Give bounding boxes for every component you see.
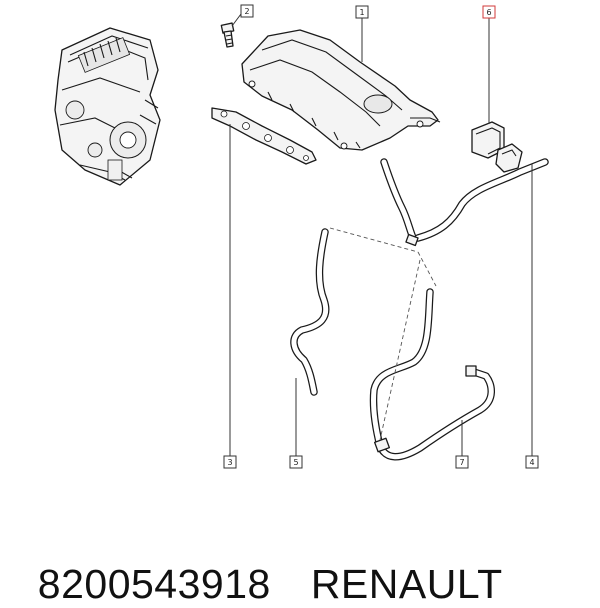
- part-number: 8200543918: [37, 561, 271, 607]
- part-caption: 8200543918 RENAULT: [14, 514, 503, 607]
- hose-left: [290, 228, 330, 396]
- callout-4: 4: [525, 455, 539, 469]
- callout-3: 3: [223, 455, 237, 469]
- svg-text:3: 3: [227, 458, 232, 467]
- hose-upper: [380, 158, 549, 247]
- part-bolt: [220, 22, 235, 48]
- svg-text:1: 1: [359, 8, 364, 17]
- callout-7: 7: [455, 455, 469, 469]
- svg-text:6: 6: [486, 8, 491, 17]
- callout-6: 6: [482, 5, 496, 19]
- parts-diagram: 1 2 3 4 5 6 7: [54, 4, 549, 469]
- hose-lower: [369, 288, 495, 461]
- svg-text:4: 4: [529, 458, 534, 467]
- engine-thumbnail: [54, 27, 161, 186]
- callout-2: 2: [240, 4, 254, 18]
- leader-2: [231, 13, 242, 27]
- part-engine-cover: [241, 29, 441, 151]
- part-valve: [471, 121, 523, 173]
- dashed-line-b: [417, 251, 437, 287]
- dashed-line-c: [379, 259, 421, 441]
- svg-text:7: 7: [459, 458, 464, 467]
- svg-text:2: 2: [244, 7, 249, 16]
- callout-5: 5: [289, 455, 303, 469]
- brand-name: RENAULT: [310, 561, 503, 607]
- callout-1: 1: [355, 5, 369, 19]
- svg-text:5: 5: [293, 458, 298, 467]
- part-gasket: [211, 107, 317, 165]
- dashed-line-a: [329, 227, 419, 253]
